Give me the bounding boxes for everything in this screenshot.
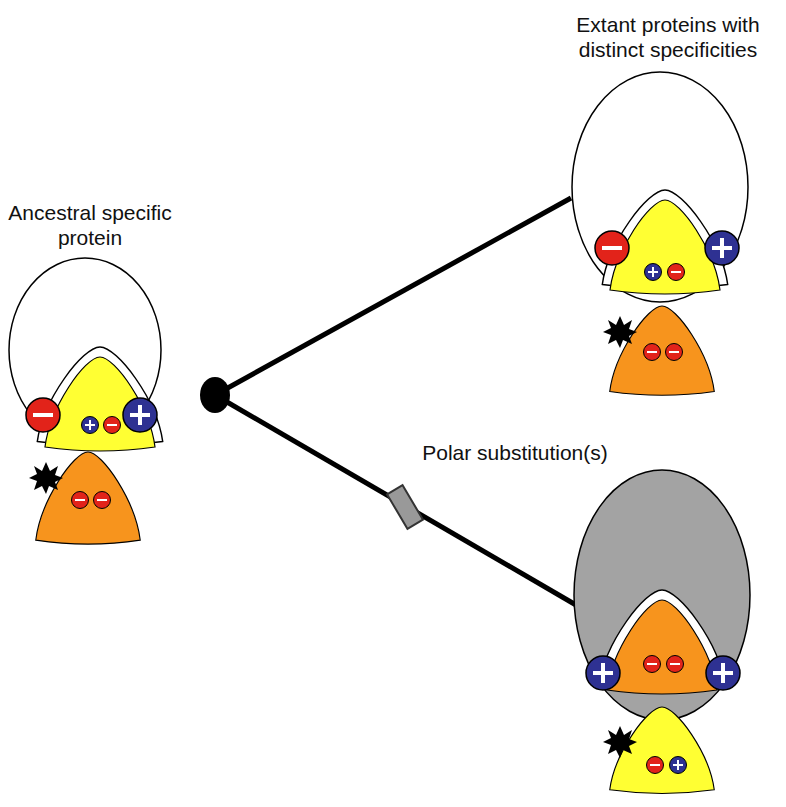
heading-label: Extant proteins with distinct specificit… <box>556 12 780 62</box>
branch-line <box>215 198 571 395</box>
node-dot <box>200 377 230 413</box>
branch-line <box>215 395 576 605</box>
heading-label: Ancestral specific protein <box>5 200 175 250</box>
extant-protein <box>572 72 748 395</box>
substitution-mark <box>387 485 423 529</box>
extant-protein <box>574 470 750 793</box>
branch-label: Polar substitution(s) <box>395 440 635 465</box>
ancestral-protein <box>9 258 163 544</box>
